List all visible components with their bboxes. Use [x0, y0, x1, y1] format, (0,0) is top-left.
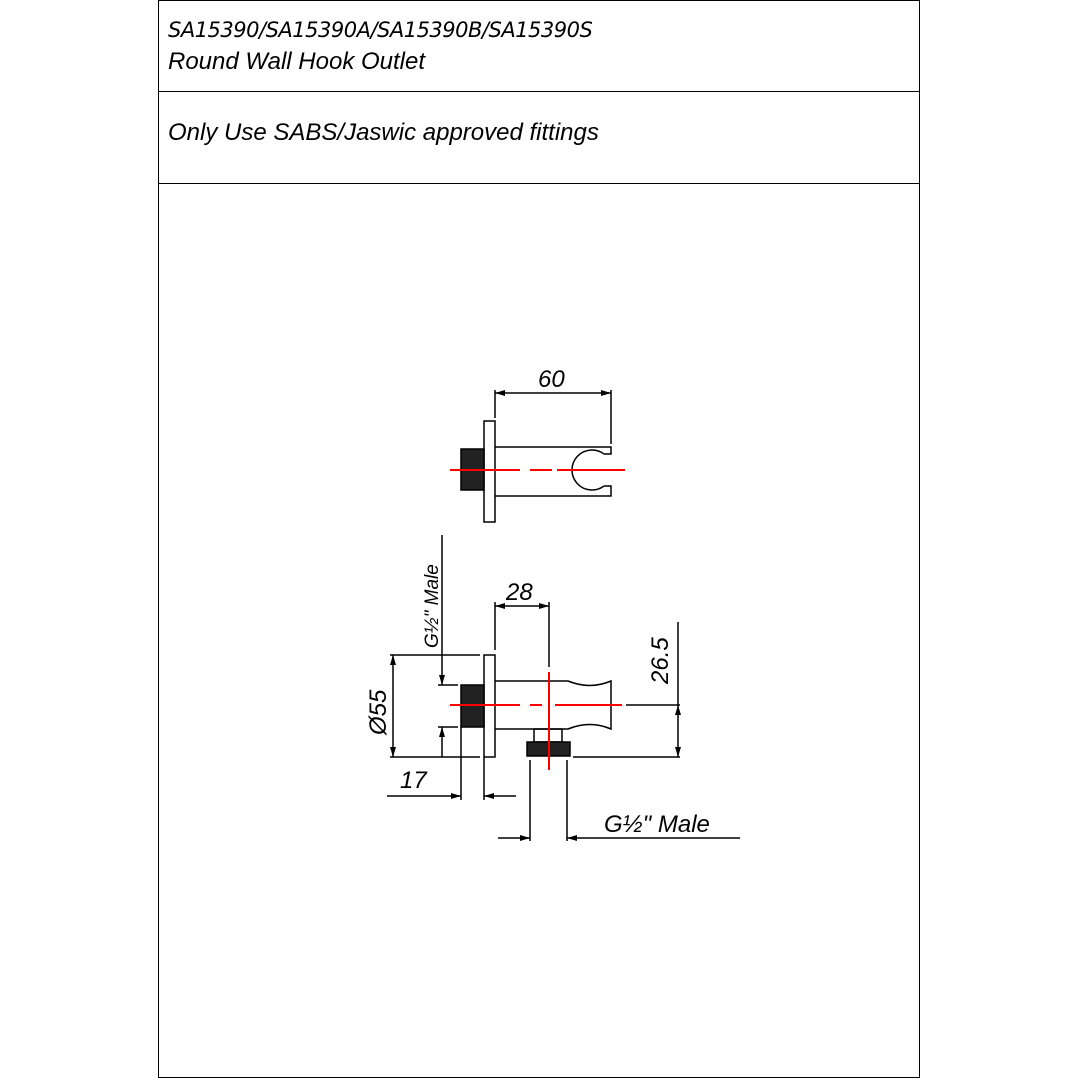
flange — [483, 420, 496, 523]
product-name: Round Wall Hook Outlet — [168, 48, 426, 75]
dim-depth-label: 28 — [505, 579, 533, 606]
installation-note: Only Use SABS/Jaswic approved fittings — [168, 119, 599, 146]
drawing-sheet: SA15390/SA15390A/SA15390B/SA15390S Round… — [158, 0, 920, 1078]
model-codes: SA15390/SA15390A/SA15390B/SA15390S — [168, 18, 593, 42]
title-block: SA15390/SA15390A/SA15390B/SA15390S Round… — [159, 1, 919, 92]
outlet-thread-label: G½" Male — [604, 811, 710, 838]
dim-length-label: 60 — [538, 366, 565, 393]
dim-thread-length-label: 17 — [400, 767, 428, 794]
side-view: 28 26.5 Ø55 G½" Male 17 G½" Male — [365, 535, 740, 841]
top-view: 60 — [450, 366, 625, 523]
body — [495, 446, 612, 497]
inlet-thread-label: G½" Male — [422, 564, 443, 648]
dim-height-label: 26.5 — [647, 637, 674, 685]
dim-diameter-label: Ø55 — [365, 689, 392, 736]
note-block: Only Use SABS/Jaswic approved fittings — [159, 92, 919, 184]
